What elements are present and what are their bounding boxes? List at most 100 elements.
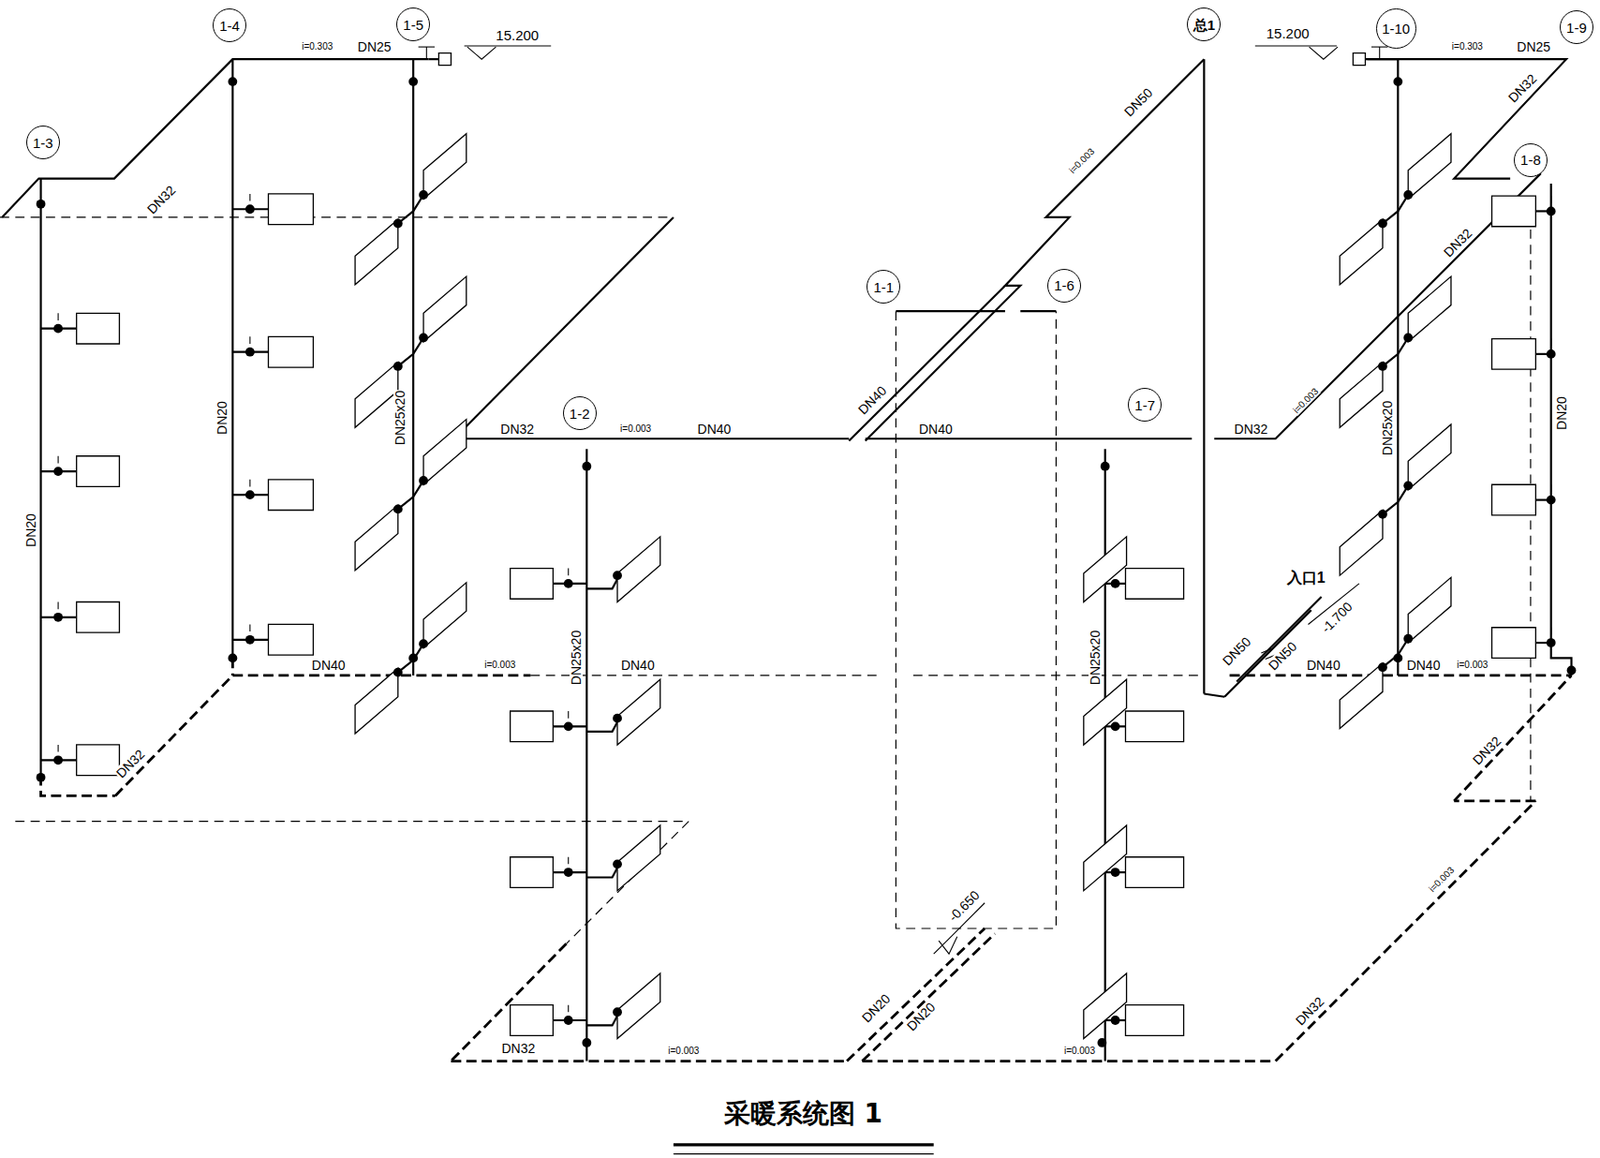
slope-label: i=0.003 — [1455, 660, 1489, 670]
supply-pipe — [1550, 339, 1552, 347]
valve-dot — [227, 76, 238, 87]
callout-number: 1-8 — [1520, 152, 1541, 167]
valve-dot — [1403, 333, 1413, 343]
valve-dot — [581, 461, 592, 472]
pipe-label: DN25x20 — [569, 629, 583, 686]
return-pipe — [115, 675, 233, 797]
valve-dot — [1403, 190, 1413, 200]
supply-pipe — [567, 857, 569, 865]
radiator-symbol — [423, 582, 467, 649]
supply-pipe — [467, 46, 497, 60]
riser-callout: 总1 — [1186, 7, 1221, 42]
supply-pipe — [398, 194, 424, 223]
supply-pipe — [567, 568, 569, 577]
supply-pipe — [1260, 649, 1272, 653]
valve-dot — [227, 652, 238, 663]
supply-pipe — [454, 437, 850, 440]
radiator-symbol — [76, 456, 120, 488]
supply-pipe — [58, 602, 60, 610]
valve-dot — [563, 721, 574, 731]
callout-number: 1-3 — [32, 135, 54, 150]
radiator-symbol — [1083, 973, 1127, 1039]
return-pipe — [861, 1059, 1275, 1063]
radiator-symbol — [617, 536, 661, 603]
return-pipe — [0, 216, 674, 218]
slope-label: i=0.003 — [619, 424, 652, 434]
valve-dot — [1546, 495, 1556, 505]
radiator-symbol — [1492, 339, 1537, 371]
callout-number: 1-6 — [1053, 278, 1075, 293]
radiator-symbol — [1492, 627, 1537, 659]
supply-pipe — [1550, 484, 1552, 492]
radiator-symbol — [267, 623, 313, 655]
return-pipe — [1453, 675, 1571, 801]
radiator-symbol — [617, 825, 661, 891]
pipe-label: DN25x20 — [393, 389, 407, 446]
pipe-label: 入口1 — [1286, 570, 1327, 586]
return-pipe — [450, 943, 566, 1061]
pipe-label: DN40 — [696, 422, 733, 436]
supply-pipe — [454, 217, 674, 439]
valve-dot — [563, 867, 574, 877]
supply-pipe — [1, 59, 429, 218]
supply-pipe — [673, 1142, 934, 1146]
riser-callout: 1-9 — [1559, 10, 1594, 45]
return-pipe — [1275, 800, 1537, 1062]
radiator-symbol — [267, 193, 313, 225]
valve-dot — [563, 1015, 574, 1025]
callout-number: 总1 — [1193, 17, 1215, 32]
radiator-symbol — [423, 419, 467, 486]
riser-callout: 1-1 — [866, 269, 901, 304]
radiator-symbol — [1339, 219, 1383, 285]
pipe-label: -0.650 — [946, 887, 983, 924]
riser-callout: 1-2 — [562, 396, 597, 430]
radiator-symbol — [355, 667, 399, 734]
radiator-symbol — [355, 362, 399, 429]
supply-pipe — [1020, 310, 1056, 312]
valve-dot — [1403, 634, 1413, 644]
valve-dot — [393, 219, 403, 229]
riser-callout: 1-7 — [1127, 387, 1162, 422]
pipe-label: DN25x20 — [1380, 400, 1394, 457]
pipe-label: DN32 — [1291, 993, 1327, 1029]
return-pipe — [450, 1059, 847, 1063]
valve-dot — [418, 475, 429, 486]
slope-label: i=0.003 — [1290, 385, 1321, 416]
supply-pipe — [1203, 694, 1225, 697]
valve-dot — [1377, 361, 1388, 371]
supply-pipe — [418, 46, 435, 48]
pipe-label: DN40 — [855, 383, 890, 418]
supply-pipe — [464, 44, 552, 46]
supply-pipe — [1550, 195, 1552, 204]
valve-dot — [1100, 461, 1111, 472]
callout-number: 1-9 — [1566, 20, 1587, 35]
supply-pipe — [429, 58, 440, 60]
valve-dot — [245, 347, 255, 357]
supply-pipe — [1396, 59, 1399, 676]
supply-pipe — [848, 285, 1006, 442]
pipe-label: DN25 — [356, 40, 393, 54]
riser-callout: 1-6 — [1047, 268, 1082, 303]
callout-number: 1-5 — [402, 17, 424, 32]
slope-label: i=0.003 — [1063, 1046, 1097, 1056]
valve-dot — [612, 570, 623, 580]
supply-pipe — [585, 448, 588, 1061]
return-pipe — [846, 928, 985, 1062]
valve-dot — [245, 635, 255, 645]
valve-dot — [245, 489, 255, 500]
radiator-symbol — [1407, 133, 1452, 200]
return-pipe — [895, 311, 1056, 929]
supply-pipe — [231, 59, 234, 658]
valve-dot — [1403, 480, 1413, 490]
diagram-title: 采暖系统图 1 — [724, 1100, 883, 1127]
supply-pipe — [567, 1005, 569, 1013]
radiator-symbol — [1339, 663, 1383, 729]
valve-dot — [393, 504, 403, 515]
pipe-label: DN50 — [1265, 638, 1301, 674]
radiator-symbol — [617, 973, 661, 1039]
supply-pipe — [1309, 46, 1339, 60]
slope-label: i=0.303 — [300, 42, 334, 52]
riser-callout: 1-10 — [1376, 8, 1417, 49]
callout-number: 1-10 — [1381, 21, 1410, 36]
supply-pipe — [39, 178, 42, 776]
